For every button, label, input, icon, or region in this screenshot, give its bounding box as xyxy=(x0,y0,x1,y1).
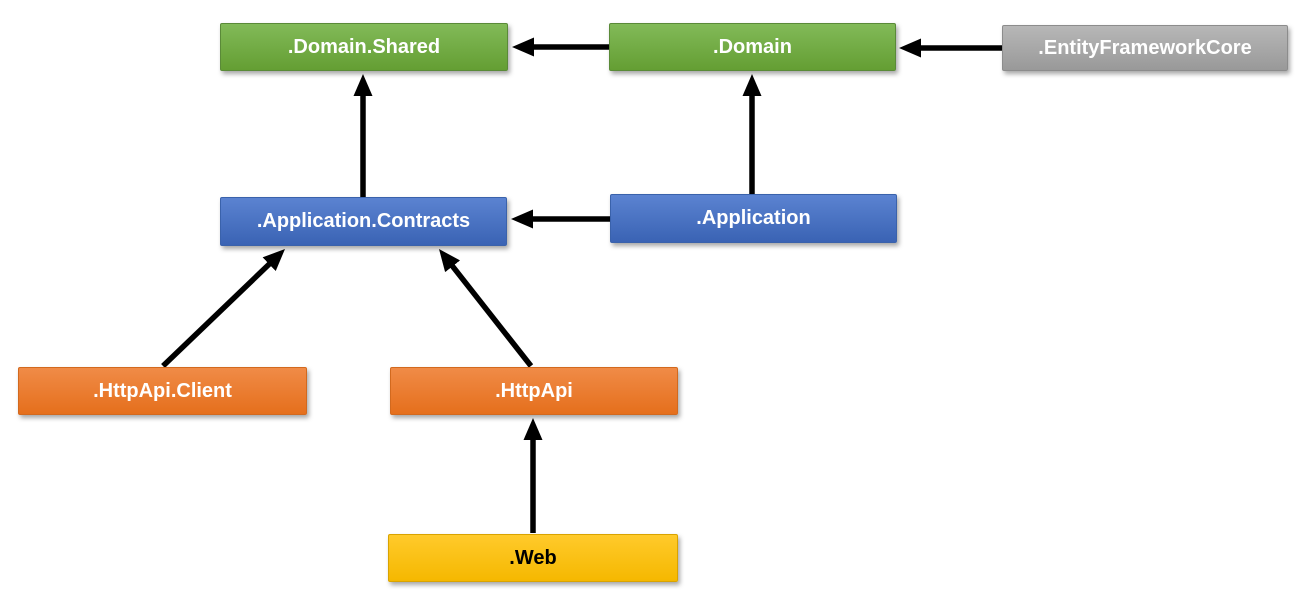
node-httpapi: .HttpApi xyxy=(390,367,678,415)
node-label: .HttpApi xyxy=(495,379,573,402)
arrow-httpapi-client-to-contracts xyxy=(161,248,286,368)
node-label: .Application.Contracts xyxy=(256,210,471,232)
node-label: .EntityFrameworkCore xyxy=(1038,36,1252,59)
node-web: .Web xyxy=(388,534,678,582)
node-application-contracts: .Application.Contracts xyxy=(220,197,507,246)
arrow-httpapi-to-contracts xyxy=(439,248,534,368)
node-label: .Domain xyxy=(713,35,792,58)
node-label: .Application xyxy=(696,207,811,229)
node-entity-framework-core: .EntityFrameworkCore xyxy=(1002,25,1288,71)
node-domain-shared: .Domain.Shared xyxy=(220,23,508,71)
node-label: .Web xyxy=(509,546,557,569)
node-domain: .Domain xyxy=(609,23,896,71)
node-application: .Application xyxy=(610,194,897,243)
node-label: .HttpApi.Client xyxy=(93,379,232,402)
node-label: .Domain.Shared xyxy=(287,35,441,58)
node-httpapi-client: .HttpApi.Client xyxy=(18,367,307,415)
